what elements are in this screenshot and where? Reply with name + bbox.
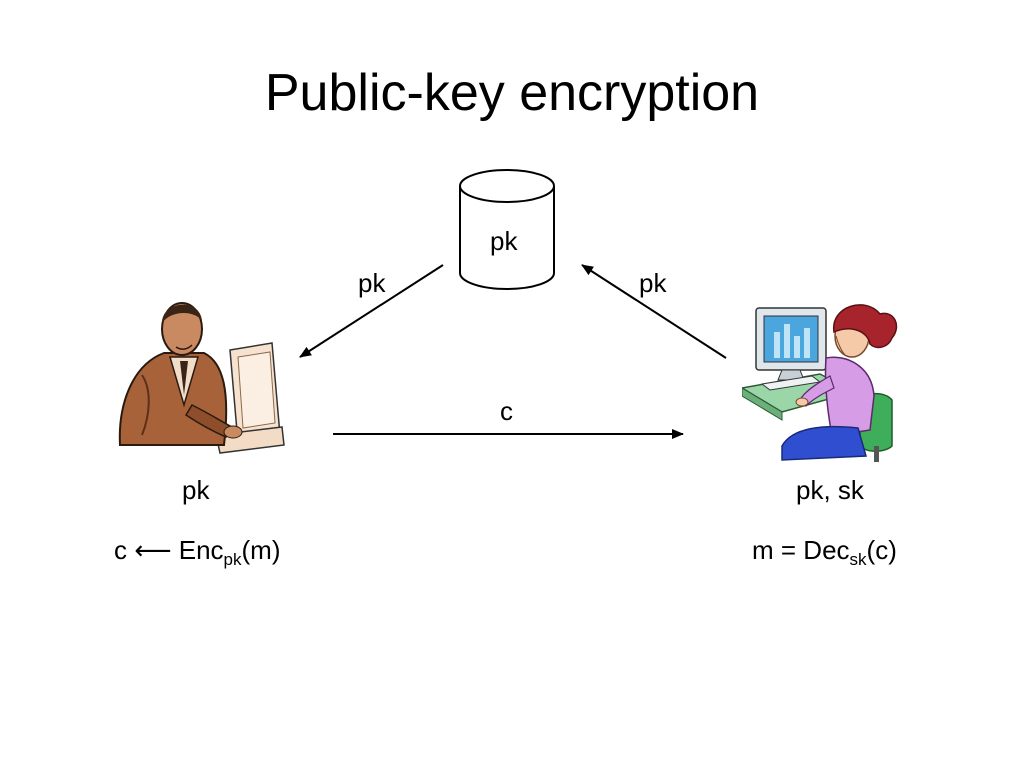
- arrow-db-to-sender: [299, 264, 444, 358]
- sender-keys-label: pk: [182, 475, 210, 505]
- sender-man-computer-icon: [118, 302, 285, 454]
- arrow-receiver-to-db: [581, 264, 727, 359]
- arrow-receiver-to-db-label: pk: [639, 268, 667, 298]
- sender-encrypt-formula: c ⟵ Encpk(m): [114, 535, 281, 568]
- database-cylinder: [459, 169, 555, 290]
- slide-title: Public-key encryption: [264, 64, 760, 122]
- sender-formula-suffix: (m): [241, 535, 281, 565]
- sender-formula-subscript: pk: [223, 550, 242, 569]
- receiver-decrypt-formula: m = Decsk(c): [752, 535, 897, 568]
- receiver-woman-computer-icon: [742, 304, 898, 462]
- receiver-formula-suffix: (c): [866, 535, 897, 565]
- receiver-formula-subscript: sk: [849, 550, 867, 569]
- receiver-formula-prefix: m = Dec: [752, 535, 850, 565]
- ciphertext-arrow-label: c: [500, 396, 513, 426]
- arrow-db-to-sender-label: pk: [358, 268, 386, 298]
- sender-formula-prefix: c ⟵ Enc: [114, 535, 224, 565]
- database-label: pk: [490, 226, 518, 256]
- receiver-keys-label: pk, sk: [796, 475, 864, 505]
